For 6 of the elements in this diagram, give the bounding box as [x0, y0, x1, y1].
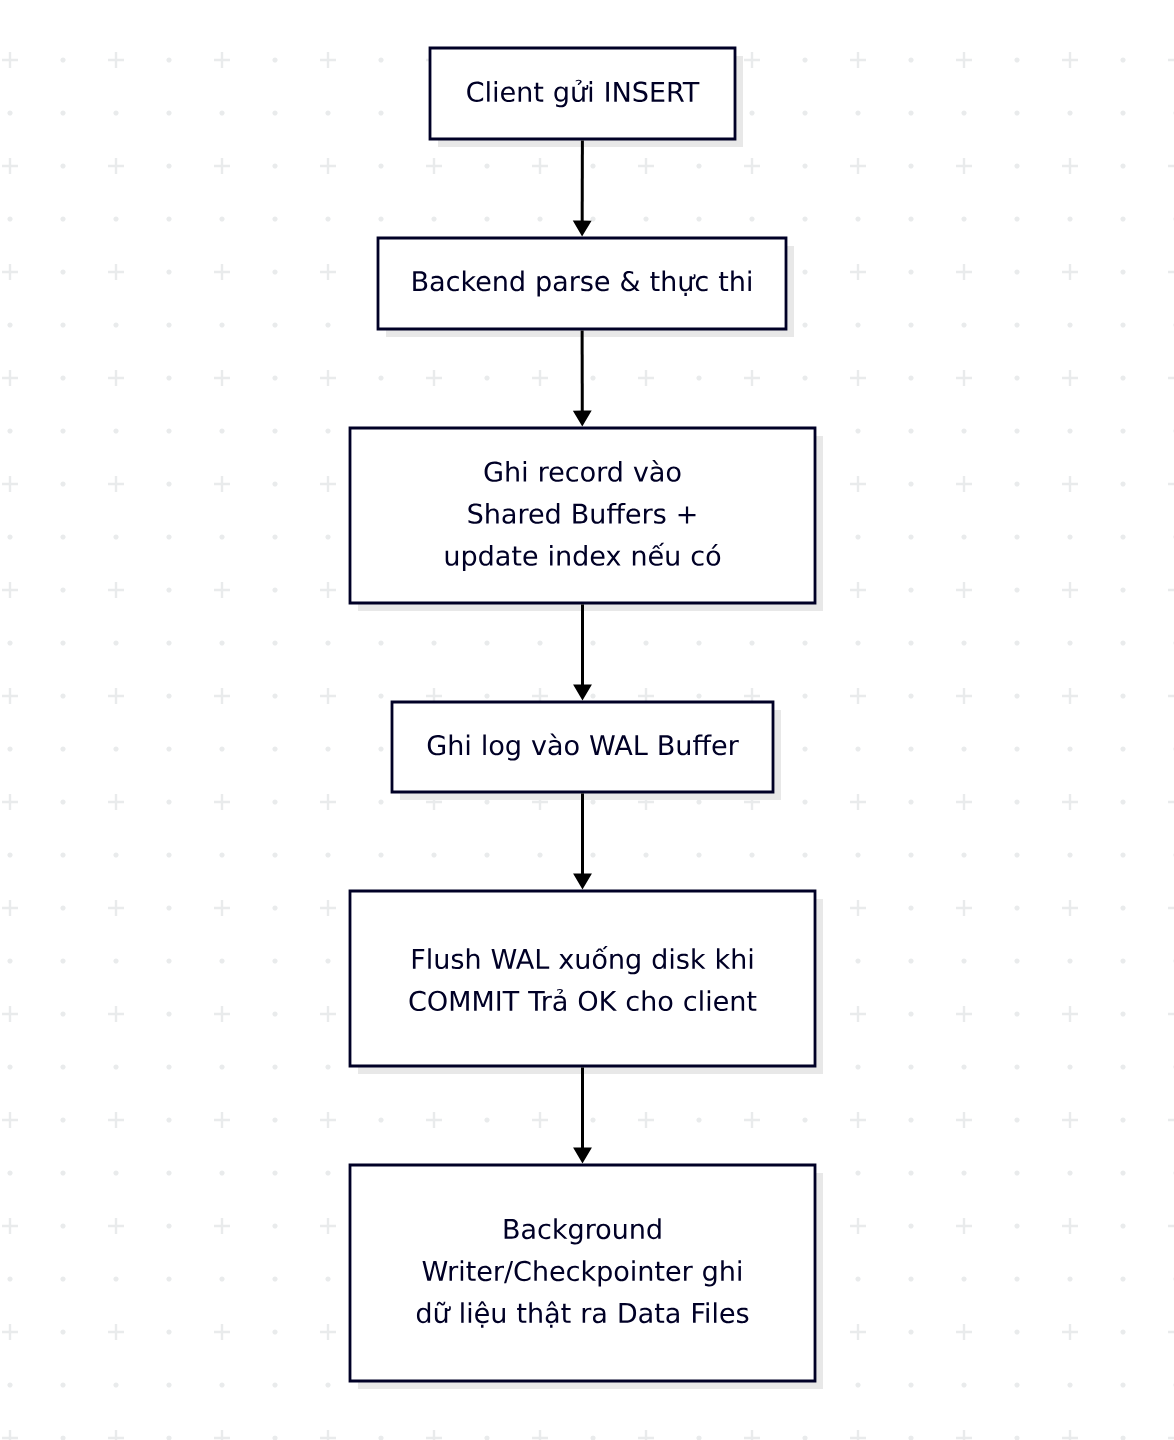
process-box: Ghi log vào WAL Buffer — [390, 700, 781, 800]
process-box: Ghi record vào Shared Buffers + update index nếu có — [348, 426, 823, 611]
process-box: Flush WAL xuống disk khi COMMIT Trả OK cho client — [348, 889, 823, 1074]
process-box: Background Writer/Checkpointer ghi dữ liệu thật ra Data Files — [348, 1163, 823, 1389]
process-box: Client gửi INSERT — [428, 46, 743, 147]
process-box: Backend parse & thực thi — [376, 236, 794, 337]
